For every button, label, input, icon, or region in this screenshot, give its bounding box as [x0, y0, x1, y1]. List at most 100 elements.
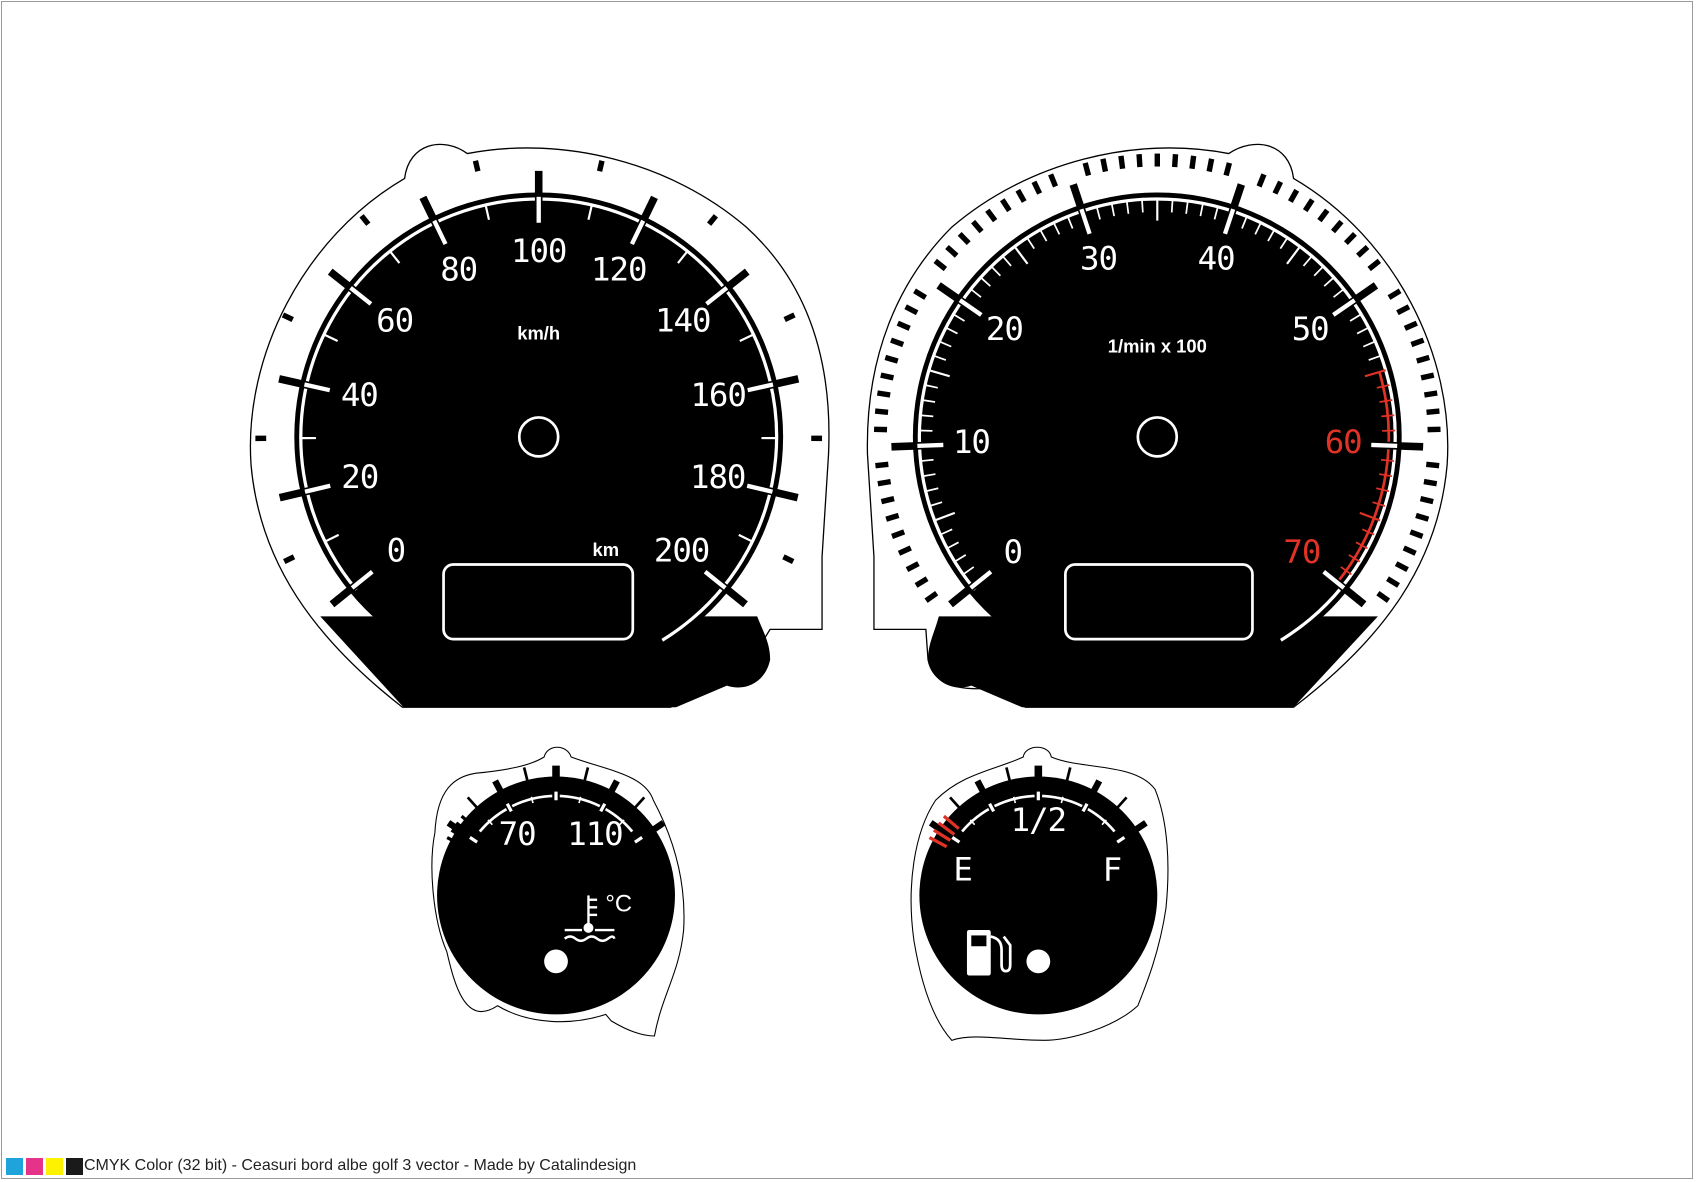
- tachometer-inner-tick: [1013, 245, 1029, 265]
- gauge-inner-tick: [1060, 796, 1064, 804]
- tachometer-minor-tick: [880, 372, 895, 381]
- tachometer-inner-tick: [1376, 487, 1390, 493]
- speedometer-major-tick-inner: [705, 286, 729, 306]
- tachometer-minor-tick: [1288, 188, 1300, 203]
- tachometer-minor-tick: [1206, 158, 1215, 173]
- speedometer-dial: [294, 192, 784, 682]
- tachometer-minor-tick: [1136, 153, 1143, 168]
- tachometer-label: 50: [1292, 310, 1329, 348]
- tachometer-dial: [912, 192, 1402, 682]
- speedometer-minor-tick: [706, 214, 718, 226]
- tachometer-inner-tick: [1349, 313, 1362, 322]
- fuel-gauge: E 1/2 F: [910, 746, 1169, 1041]
- status-footer: CMYK Color (32 bit) - Ceasuri bord albe …: [6, 1157, 636, 1175]
- speedometer-minor-tick: [472, 160, 481, 172]
- tachometer-inner-tick: [962, 566, 975, 576]
- gauge-reserve-tick: [932, 828, 952, 842]
- tachometer-minor-tick: [1420, 372, 1435, 381]
- temperature-label-70: 70: [499, 815, 536, 853]
- tachometer-inner-tick: [922, 473, 936, 478]
- tachometer-label: 60: [1325, 423, 1362, 461]
- tachometer-inner-tick: [1356, 326, 1370, 335]
- tachometer-minor-tick: [1376, 590, 1391, 603]
- gauge-inner-tick: [530, 796, 534, 804]
- tachometer-inner-tick: [1379, 399, 1393, 403]
- tachometer-inner-tick: [1340, 566, 1352, 576]
- tachometer-minor-tick: [1409, 529, 1424, 539]
- temperature-warning-light: [544, 949, 568, 974]
- tachometer-inner-tick: [1359, 511, 1381, 522]
- tachometer-inner-tick: [1378, 473, 1393, 478]
- tachometer-inner-tick: [925, 487, 939, 493]
- tachometer-inner-tick: [1355, 541, 1368, 550]
- fuel-label-empty: E: [953, 851, 971, 889]
- tachometer-inner-tick: [922, 399, 936, 403]
- tachometer-minor-tick: [1317, 208, 1330, 223]
- tachometer-inner-tick: [1381, 414, 1395, 418]
- tachometer-scale-arc: [917, 197, 1397, 677]
- tachometer-minor-tick: [1367, 258, 1382, 272]
- tachometer-inner-tick: [1185, 200, 1189, 214]
- tachometer-minor-tick: [1423, 390, 1438, 398]
- gauge-minor-tick: [1005, 767, 1012, 785]
- fuel-label-half: 1/2: [1011, 801, 1066, 839]
- tachometer-minor-tick: [885, 512, 900, 522]
- tachometer-inner-tick: [1362, 340, 1376, 348]
- gauge-major-tick-inner: [469, 836, 479, 844]
- gauge-reserve-tick: [928, 836, 948, 849]
- tachometer-inner-tick: [929, 501, 943, 507]
- gauge-reserve-tick: [446, 836, 466, 849]
- tachometer-inner-tick: [990, 265, 1002, 277]
- speedometer-major-tick-inner: [432, 219, 448, 246]
- tachometer-inner-tick: [1241, 216, 1248, 229]
- speedometer-minor-tick: [596, 160, 605, 172]
- tachometer-minor-tick: [1171, 153, 1179, 168]
- gauge-minor-tick: [582, 767, 590, 785]
- tachometer-minor-tick: [897, 545, 912, 556]
- gauge-major-tick-inner: [634, 836, 643, 844]
- tachometer-minor-tick: [1256, 173, 1267, 188]
- gauge-major-tick-inner: [599, 802, 607, 813]
- speedometer-label: 0: [387, 532, 405, 570]
- tachometer-needle-hub: [1136, 416, 1179, 458]
- tachometer-minor-tick: [1031, 180, 1043, 195]
- tachometer-minor-tick: [1425, 461, 1440, 469]
- tachometer-minor-tick: [1410, 337, 1425, 348]
- gauge-minor-tick: [466, 796, 481, 812]
- tachometer-inner-tick: [934, 511, 956, 522]
- speedometer-label: 160: [690, 376, 745, 414]
- speedometer-label: 100: [511, 232, 566, 270]
- speedometer-label: 200: [654, 532, 709, 570]
- tachometer-minor-tick: [1015, 188, 1027, 203]
- tachometer-minor-tick: [1416, 354, 1431, 364]
- speedometer-major-tick-inner: [350, 569, 374, 590]
- tachometer-major-tick-inner: [1222, 208, 1236, 235]
- tachometer-major-tick-inner: [1332, 298, 1356, 317]
- tachometer-inner-tick: [1333, 288, 1345, 298]
- trip-display: [1064, 563, 1254, 641]
- tachometer-inner-tick: [1254, 222, 1262, 235]
- tachometer-minor-tick: [1189, 155, 1197, 170]
- gauge-major-tick-inner: [1081, 802, 1089, 813]
- tachometer-minor-tick: [880, 496, 895, 505]
- gauge-inner-tick: [1101, 819, 1107, 826]
- tachometer-inner-tick: [1170, 199, 1174, 213]
- tachometer-inner-tick: [1279, 237, 1289, 250]
- tachometer-inner-tick: [1323, 276, 1335, 287]
- speedometer-minor-tick: [283, 554, 296, 564]
- speedometer-needle-hub: [517, 416, 560, 458]
- gauge-minor-tick: [949, 796, 963, 812]
- tachometer-inner-tick: [1368, 354, 1382, 361]
- tachometer-minor-tick: [985, 208, 998, 223]
- tachometer-minor-tick: [1394, 561, 1409, 573]
- tachometer-minor-tick: [884, 354, 899, 364]
- tachometer-inner-tick: [1199, 203, 1204, 217]
- speedometer-inner-tick: [324, 533, 340, 543]
- gauge-major-tick-inner: [1116, 836, 1126, 844]
- tachometer-inner-tick: [1313, 265, 1324, 277]
- tachometer-inner-tick: [954, 554, 967, 563]
- tachometer-inner-tick: [1141, 199, 1144, 213]
- gauge-minor-tick: [522, 767, 530, 785]
- temperature-dial: [437, 776, 675, 1015]
- tachometer-inner-tick: [1380, 458, 1395, 462]
